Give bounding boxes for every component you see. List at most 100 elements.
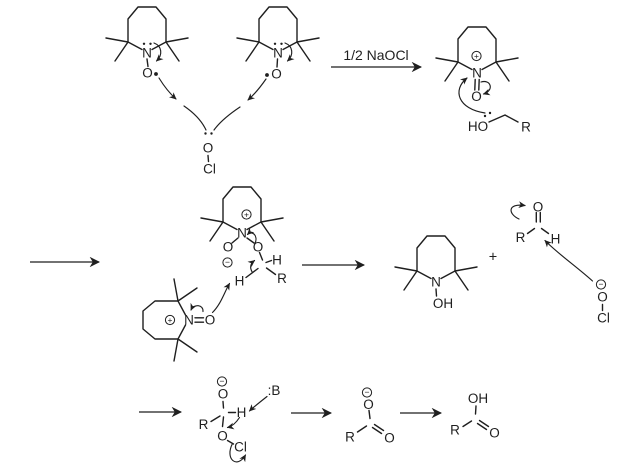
plus-charge: + <box>168 315 173 325</box>
piperidine-ring <box>142 300 187 340</box>
tempo-radical-2: N O <box>236 6 320 82</box>
methyl-bonds <box>173 278 198 362</box>
chlorine-label: Cl <box>234 440 247 455</box>
c-o-bottom-bond <box>221 416 225 428</box>
c-o-bond <box>474 405 477 415</box>
r-group-label: R <box>345 430 355 445</box>
r-group-label: R <box>521 120 531 135</box>
minus-charge-circle <box>595 279 607 290</box>
c-o-bond <box>488 114 519 123</box>
curved-arrow-h-abstraction <box>211 282 231 314</box>
oxygen-label: O <box>205 313 216 328</box>
nitrogen-label: N <box>472 66 482 81</box>
curved-arrow-pi-to-o <box>510 201 526 220</box>
base-b: :B <box>248 383 280 412</box>
chlorine-label: Cl <box>597 311 610 326</box>
radical-dot <box>154 72 158 76</box>
n-o-double-bond <box>474 78 480 91</box>
curved-arrow-pi-to-o <box>480 80 491 96</box>
chlorine-label: Cl <box>203 162 216 177</box>
oxide-label: O <box>363 397 374 412</box>
hydrogen-label: H <box>272 253 282 268</box>
curved-arrow-alcohol-to-n <box>458 77 486 114</box>
piperidine-ring <box>457 26 497 71</box>
n-o-bond <box>276 58 279 68</box>
oxoammonium-cation: + N O <box>435 26 519 114</box>
tempo-radical-1: N O <box>105 6 189 81</box>
curved-arrow <box>284 42 295 62</box>
c-r-bond <box>526 227 536 235</box>
hydrogen-label: H <box>235 274 245 289</box>
minus-charge: − <box>220 376 225 386</box>
reagent-label: 1/2 NaOCl <box>343 47 408 63</box>
c-o-double-bond <box>535 211 541 223</box>
oxygen-label: O <box>217 429 228 444</box>
minus-charge: − <box>365 387 370 397</box>
aldehyde-product: O R H <box>510 200 594 282</box>
piperidine-ring <box>127 6 167 51</box>
curved-arrow-right-tail <box>213 106 241 131</box>
methyl-bonds <box>435 57 519 82</box>
hydroxyl-label: OH <box>433 296 453 311</box>
plus-sign: + <box>489 250 497 266</box>
piperidine-ring <box>222 186 262 231</box>
plus-charge-circle <box>241 209 252 220</box>
c-o-double-bond <box>371 423 385 435</box>
lone-pair-dot <box>149 42 152 45</box>
carbonyl-oxygen-label: O <box>384 431 395 446</box>
curved-arrow-left <box>158 77 177 100</box>
curved-arrow-ocl-attack <box>544 239 594 282</box>
oxygen-label: O <box>142 66 153 81</box>
curved-arrow-right <box>247 78 267 101</box>
n-o-left-bond <box>231 237 239 244</box>
hypochlorite-anion: − O Cl <box>595 279 610 326</box>
r-group-label: R <box>199 417 209 432</box>
oxygen-label: O <box>533 200 544 215</box>
curved-arrow-pi-to-n <box>190 302 204 313</box>
lone-pair-dot <box>273 42 277 45</box>
n-oh-bond <box>435 288 438 297</box>
minus-charge-circle <box>216 376 228 387</box>
nitrogen-label: N <box>237 226 247 241</box>
oxygen-label: O <box>471 89 482 104</box>
c-h-bond <box>540 227 550 235</box>
lone-pair-dot <box>483 114 487 118</box>
hypochlorite-center: O Cl <box>203 132 216 177</box>
hydroxyl-label: OH <box>468 391 488 406</box>
methyl-bonds <box>394 266 478 291</box>
o-c-bond <box>222 400 225 409</box>
c-r-bond <box>265 267 277 276</box>
piperidine-ring <box>416 235 456 280</box>
c-o-double-bond <box>476 419 490 431</box>
step1-reaction-arrow: 1/2 NaOCl <box>331 47 423 73</box>
oxygen-label: O <box>203 141 214 156</box>
curved-arrow-ch-to-o <box>247 259 256 274</box>
r-group-label: R <box>277 271 287 286</box>
alkoxide-adduct: + N O − O H R H <box>200 186 287 289</box>
chloro-tetrahedral-intermediate: − O H R O Cl <box>199 376 247 463</box>
primary-alcohol: HO R <box>468 111 531 135</box>
hydroxyl-label: HO <box>468 119 488 134</box>
r-group-label: R <box>450 423 460 438</box>
carbonyl-oxygen-label: O <box>489 426 500 441</box>
curved-arrow-left-tail <box>183 105 207 131</box>
lone-pair-dot <box>488 111 492 115</box>
minus-charge-circle <box>222 257 233 268</box>
nitrogen-label: N <box>273 46 283 61</box>
c-h-left-bond <box>245 267 259 279</box>
r-group-label: R <box>516 230 526 245</box>
nitrogen-label: N <box>431 275 441 290</box>
oxygen-label: O <box>597 290 608 305</box>
nitrogen-label: N <box>184 313 194 328</box>
hydrogen-label: H <box>237 405 247 420</box>
carboxylic-acid-product: OH R O <box>450 391 500 441</box>
methyl-bonds <box>200 217 284 242</box>
c-h-top-bond <box>265 259 273 264</box>
c-o-bond <box>368 409 371 420</box>
o-cl-bond <box>207 154 210 163</box>
minus-charge: − <box>225 257 230 267</box>
c-r-bond <box>210 415 221 423</box>
curved-arrow <box>153 42 164 62</box>
oxoammonium-side: + N O <box>142 278 231 362</box>
